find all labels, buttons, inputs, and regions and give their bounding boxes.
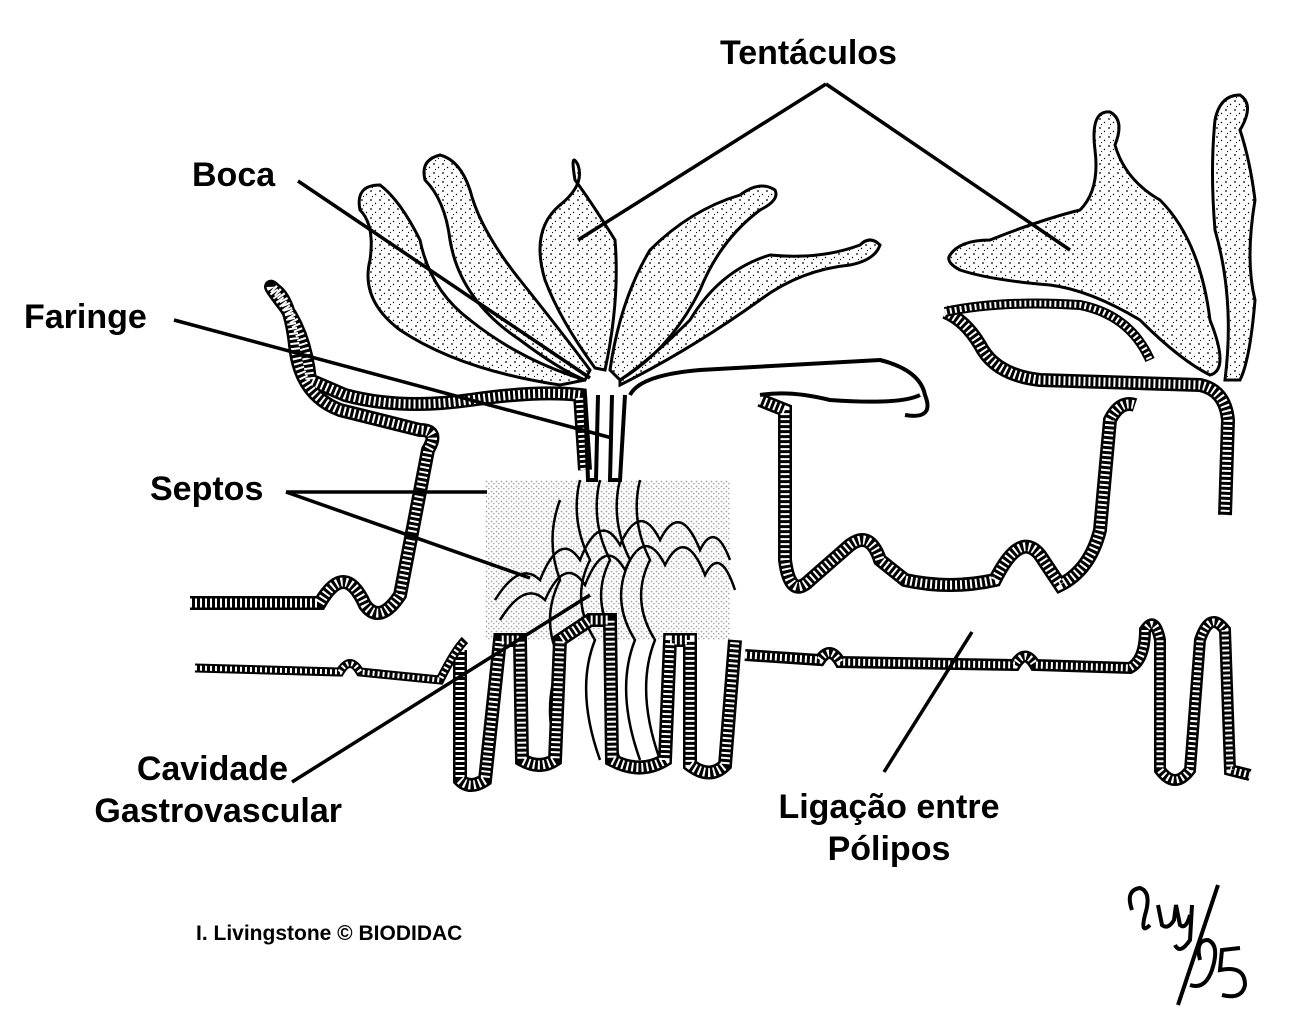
leader-tentaculos-right: [825, 82, 1071, 252]
leader-faringe: [173, 318, 613, 440]
middle-polyp-chamber: [757, 391, 1138, 595]
leader-tentaculos-left: [577, 82, 827, 242]
label-faringe: Faringe: [24, 298, 147, 336]
polyp-connection-tissue: [194, 616, 1252, 786]
artist-signature: [1127, 884, 1248, 1006]
label-boca: Boca: [192, 156, 276, 194]
left-polyp-wall: [190, 279, 592, 620]
label-polipos: Pólipos: [827, 830, 951, 868]
label-gastrovascular: Gastrovascular: [94, 792, 342, 830]
leader-boca: [297, 179, 591, 380]
credit-line: I. Livingstone © BIODIDAC: [196, 922, 463, 945]
label-tentaculos: Tentáculos: [720, 34, 897, 72]
right-polyp-tentacles: [947, 93, 1257, 382]
central-tentacles: [357, 153, 882, 388]
label-septos: Septos: [150, 470, 264, 508]
right-polyp-wall: [942, 298, 1236, 516]
label-cavidade: Cavidade: [136, 750, 288, 788]
gastrovascular-lobes: [453, 613, 742, 792]
leader-ligacao: [882, 631, 974, 773]
label-ligacao-entre: Ligação entre: [778, 788, 1000, 826]
leader-cavidade: [291, 593, 591, 784]
leader-lines: [173, 82, 1071, 784]
leader-septos-lower: [285, 490, 531, 580]
septa: [485, 479, 737, 761]
